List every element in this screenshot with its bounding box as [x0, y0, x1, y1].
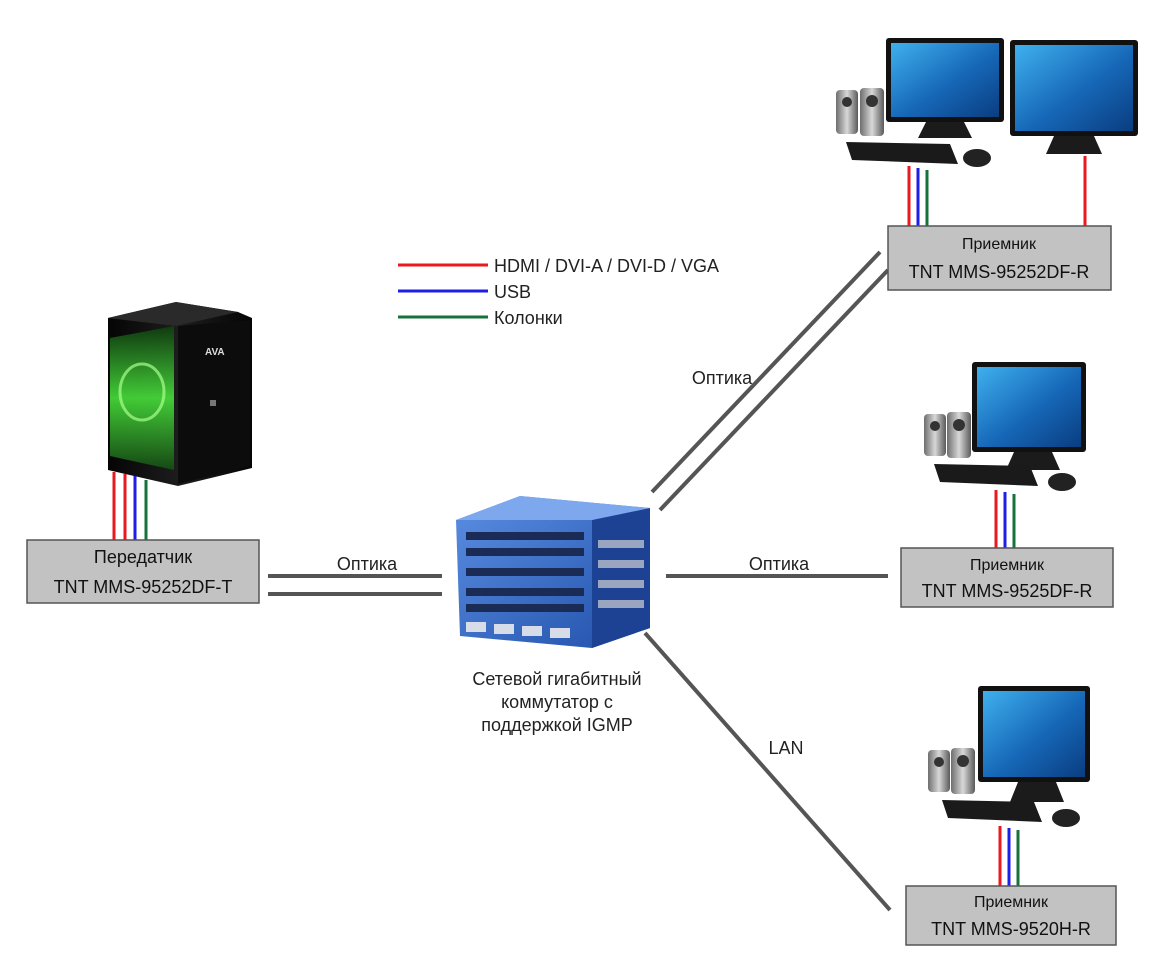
receiver2-title: Приемник	[970, 557, 1045, 574]
receiver1-model: TNT MMS-95252DF-R	[909, 262, 1090, 282]
optical-link-receiver1-a	[650, 250, 882, 494]
links	[268, 250, 892, 912]
svg-text:AVA: AVA	[205, 347, 225, 358]
optical-link-receiver1-b	[658, 268, 890, 512]
switch-caption-line1: Сетевой гигабитный	[472, 669, 641, 689]
network-switch-image	[456, 496, 650, 648]
receiver1-link-label: Оптика	[692, 368, 753, 388]
switch-caption-line3: поддержкой IGMP	[481, 715, 633, 735]
lan-link-receiver3	[643, 631, 892, 912]
legend: HDMI / DVI-A / DVI-D / VGA USB Колонки	[398, 256, 719, 328]
receiver2-box: Приемник TNT MMS-9525DF-R	[900, 547, 1114, 608]
workstation-dual-monitor-image	[836, 38, 1138, 167]
pc-tower-image: AVA	[108, 302, 252, 486]
transmitter-cables	[112, 472, 148, 540]
receiver3-title: Приемник	[974, 894, 1049, 911]
transmitter-title: Передатчик	[94, 547, 192, 567]
workstation-2-image	[924, 362, 1086, 491]
receiver3-model: TNT MMS-9520H-R	[931, 919, 1091, 939]
receiver2-link-label: Оптика	[749, 554, 810, 574]
workstation-3-image	[928, 686, 1090, 827]
receiver1-cables	[907, 156, 1087, 226]
switch-caption-line2: коммутатор с	[501, 692, 613, 712]
switch-caption: Сетевой гигабитный коммутатор с поддержк…	[472, 669, 641, 735]
receiver1-box: Приемник TNT MMS-95252DF-R	[887, 225, 1112, 291]
transmitter-model: TNT MMS-95252DF-T	[54, 577, 233, 597]
receiver2-model: TNT MMS-9525DF-R	[922, 581, 1093, 601]
legend-label-hdmi: HDMI / DVI-A / DVI-D / VGA	[494, 256, 719, 276]
legend-label-speakers: Колонки	[494, 308, 563, 328]
receiver2-cables	[994, 490, 1016, 548]
receiver3-cables	[998, 826, 1020, 886]
receiver3-box: Приемник TNT MMS-9520H-R	[905, 885, 1117, 946]
transmitter-box: Передатчик TNT MMS-95252DF-T	[26, 539, 260, 604]
transmitter-link-label: Оптика	[337, 554, 398, 574]
receiver3-link-label: LAN	[768, 738, 803, 758]
legend-label-usb: USB	[494, 282, 531, 302]
receiver1-title: Приемник	[962, 236, 1037, 253]
